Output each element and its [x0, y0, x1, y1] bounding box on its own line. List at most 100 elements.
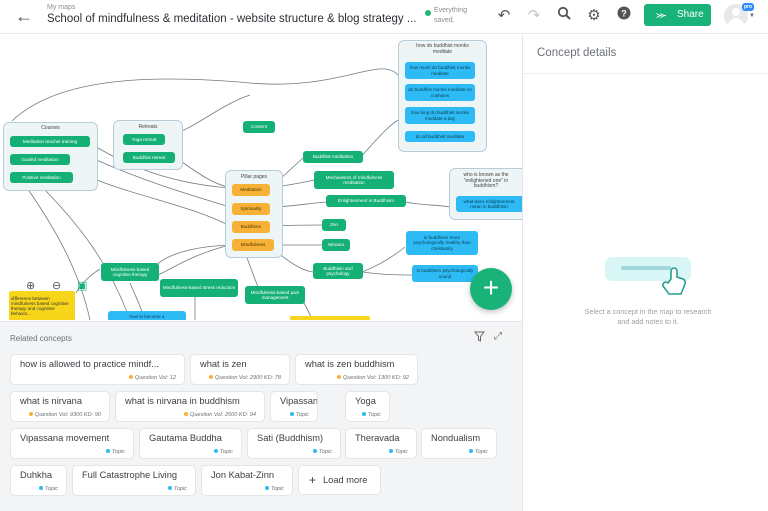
back-arrow-icon[interactable]: ←	[15, 6, 33, 26]
related-concept-chip[interactable]: Sati (Buddhism)Topic	[247, 428, 341, 459]
chip-meta: Question Vol: 12	[128, 375, 176, 381]
node-enlightenment[interactable]: Enlightenment in Buddhism	[326, 195, 406, 207]
chip-label: Theravada	[355, 433, 400, 443]
chip-meta-text: Topic	[219, 449, 233, 455]
node-mb-pain[interactable]: Mindfulness-based pain management	[245, 286, 305, 304]
chip-label: Duhkha	[20, 470, 53, 480]
chip-label: Vipassana movement	[20, 433, 110, 443]
chip-label: how is allowed to practice mindf...	[20, 359, 159, 369]
node-mechanisms[interactable]: Mechanisms of mindfulness meditation	[314, 171, 394, 189]
node-buddhist-meditation[interactable]: Buddhist meditation	[303, 151, 363, 163]
search-icon[interactable]	[554, 6, 574, 26]
node-yoga-retreat[interactable]: Yoga retreat	[123, 134, 165, 145]
share-label: Share	[677, 9, 704, 20]
load-more-button[interactable]: + Load more	[298, 465, 381, 495]
chip-meta: Topic	[264, 486, 284, 492]
group-who-is-known[interactable]: who is known as the "enlightened one" in…	[449, 168, 522, 220]
node-pillar-buddhism[interactable]: Buddhism	[232, 221, 270, 233]
select-concept-illustration-icon	[605, 257, 691, 295]
node-q-how-long[interactable]: how long do buddhist monks meditate a da…	[405, 107, 475, 124]
zoom-out-icon[interactable]: ⊖	[52, 280, 62, 292]
chip-label: Gautama Buddha	[149, 433, 222, 443]
pro-badge: pro	[742, 3, 755, 11]
node-q-psych-sound[interactable]: is buddhism psychologically sound	[412, 265, 478, 282]
meta-dot-icon	[264, 486, 269, 490]
breadcrumb[interactable]: My maps	[47, 4, 76, 11]
meta-dot-icon	[213, 449, 218, 453]
node-difference-note[interactable]: difference between mindfulness based cog…	[9, 291, 75, 320]
node-q-do-all[interactable]: do all buddhist meditate	[405, 131, 475, 142]
node-partial[interactable]	[290, 316, 370, 320]
chip-meta: Question Vol: 2500 KD: 94	[183, 412, 256, 418]
panel-hint: Select a concept in the map to research …	[584, 307, 712, 326]
chip-meta: Topic	[105, 449, 125, 455]
related-concept-chip[interactable]: how is allowed to practice mindf... Quest…	[10, 354, 185, 385]
node-q-what-does[interactable]: what does enlightenment mean in buddhism	[456, 196, 522, 212]
chip-meta-text: Question Vol: 2900 KD: 78	[214, 375, 281, 381]
node-teacher-training[interactable]: Meditation teacher training	[10, 136, 90, 147]
map-title[interactable]: School of mindfulness & meditation - web…	[47, 13, 417, 25]
gear-icon[interactable]: ⚙	[587, 7, 601, 24]
chip-label: what is nirvana in buddhism	[125, 396, 240, 406]
node-buddhism-psychology[interactable]: Buddhism and psychology	[313, 263, 363, 279]
chip-label: Nondualism	[431, 433, 481, 443]
group-title: who is known as the "enlightened one" in…	[463, 172, 509, 189]
node-guided-meditation[interactable]: Guided meditation	[10, 154, 70, 165]
node-q-more-psych[interactable]: is buddhism more psychologically healthy…	[406, 231, 478, 255]
chip-label: what is zen	[200, 359, 247, 369]
share-icon: ⪼	[656, 9, 667, 21]
node-pillar-spirituality[interactable]: Spirituality	[232, 203, 270, 215]
chip-meta: Question Vol: 9300 KD: 90	[28, 412, 101, 418]
collapse-icon[interactable]: ⤢	[494, 331, 502, 342]
chip-label: what is nirvana	[20, 396, 83, 406]
node-q-how-much[interactable]: how much do buddhist monks meditate	[405, 62, 475, 79]
top-bar: ← My maps School of mindfulness & medita…	[0, 0, 768, 34]
chip-meta-text: Question Vol: 9300 KD: 90	[34, 412, 101, 418]
undo-icon[interactable]: ↶	[497, 7, 511, 24]
node-mb-therapy[interactable]: Mindfulness-based cognitive therapy	[101, 263, 159, 281]
filter-icon[interactable]	[473, 331, 486, 345]
node-mb-stress[interactable]: Mindfulness-based stress reduction	[160, 279, 238, 297]
node-pillar-meditation[interactable]: Meditation	[232, 184, 270, 196]
chip-meta: Question Vol: 1300 KD: 92	[336, 375, 409, 381]
meta-dot-icon	[128, 375, 133, 379]
chevron-down-icon[interactable]: ▼	[749, 13, 755, 19]
add-concept-button[interactable]: +	[470, 268, 512, 310]
node-content[interactable]: Content	[243, 121, 275, 133]
node-q-cushions[interactable]: do buddhist monks meditate on cushions	[405, 84, 475, 101]
chip-label: Full Catastrophe Living	[82, 470, 178, 480]
chip-meta: Topic	[468, 449, 488, 455]
fit-view-icon[interactable]: ▣	[77, 280, 88, 292]
node-positive-meditation[interactable]: Positive meditation	[10, 172, 73, 183]
node-how-to-become[interactable]: how to become a	[108, 311, 186, 320]
group-title: how do buddhist monks meditate	[416, 43, 469, 55]
related-concept-chip[interactable]: VipassanāTopic	[270, 391, 318, 422]
help-icon[interactable]: ?	[614, 6, 634, 26]
chip-meta-text: Topic	[367, 412, 381, 418]
related-concepts-title: Related concepts	[10, 334, 72, 343]
zoom-in-icon[interactable]: ⊕	[26, 280, 36, 292]
node-zen[interactable]: Zen	[322, 219, 346, 231]
meta-dot-icon	[388, 449, 393, 453]
node-pillar-mindfulness[interactable]: Mindfulness	[232, 239, 274, 251]
share-button[interactable]: ⪼ Share	[644, 4, 711, 26]
mind-map-canvas[interactable]: Courses Meditation teacher training Guid…	[0, 35, 522, 320]
node-buddhist-retreat[interactable]: Buddhist retreat	[123, 152, 175, 163]
chip-label: what is zen buddhism	[305, 359, 395, 369]
node-nirvana[interactable]: Nirvana	[322, 239, 350, 251]
redo-icon[interactable]: ↷	[527, 7, 541, 24]
meta-dot-icon	[312, 449, 317, 453]
plus-icon: +	[309, 473, 317, 487]
